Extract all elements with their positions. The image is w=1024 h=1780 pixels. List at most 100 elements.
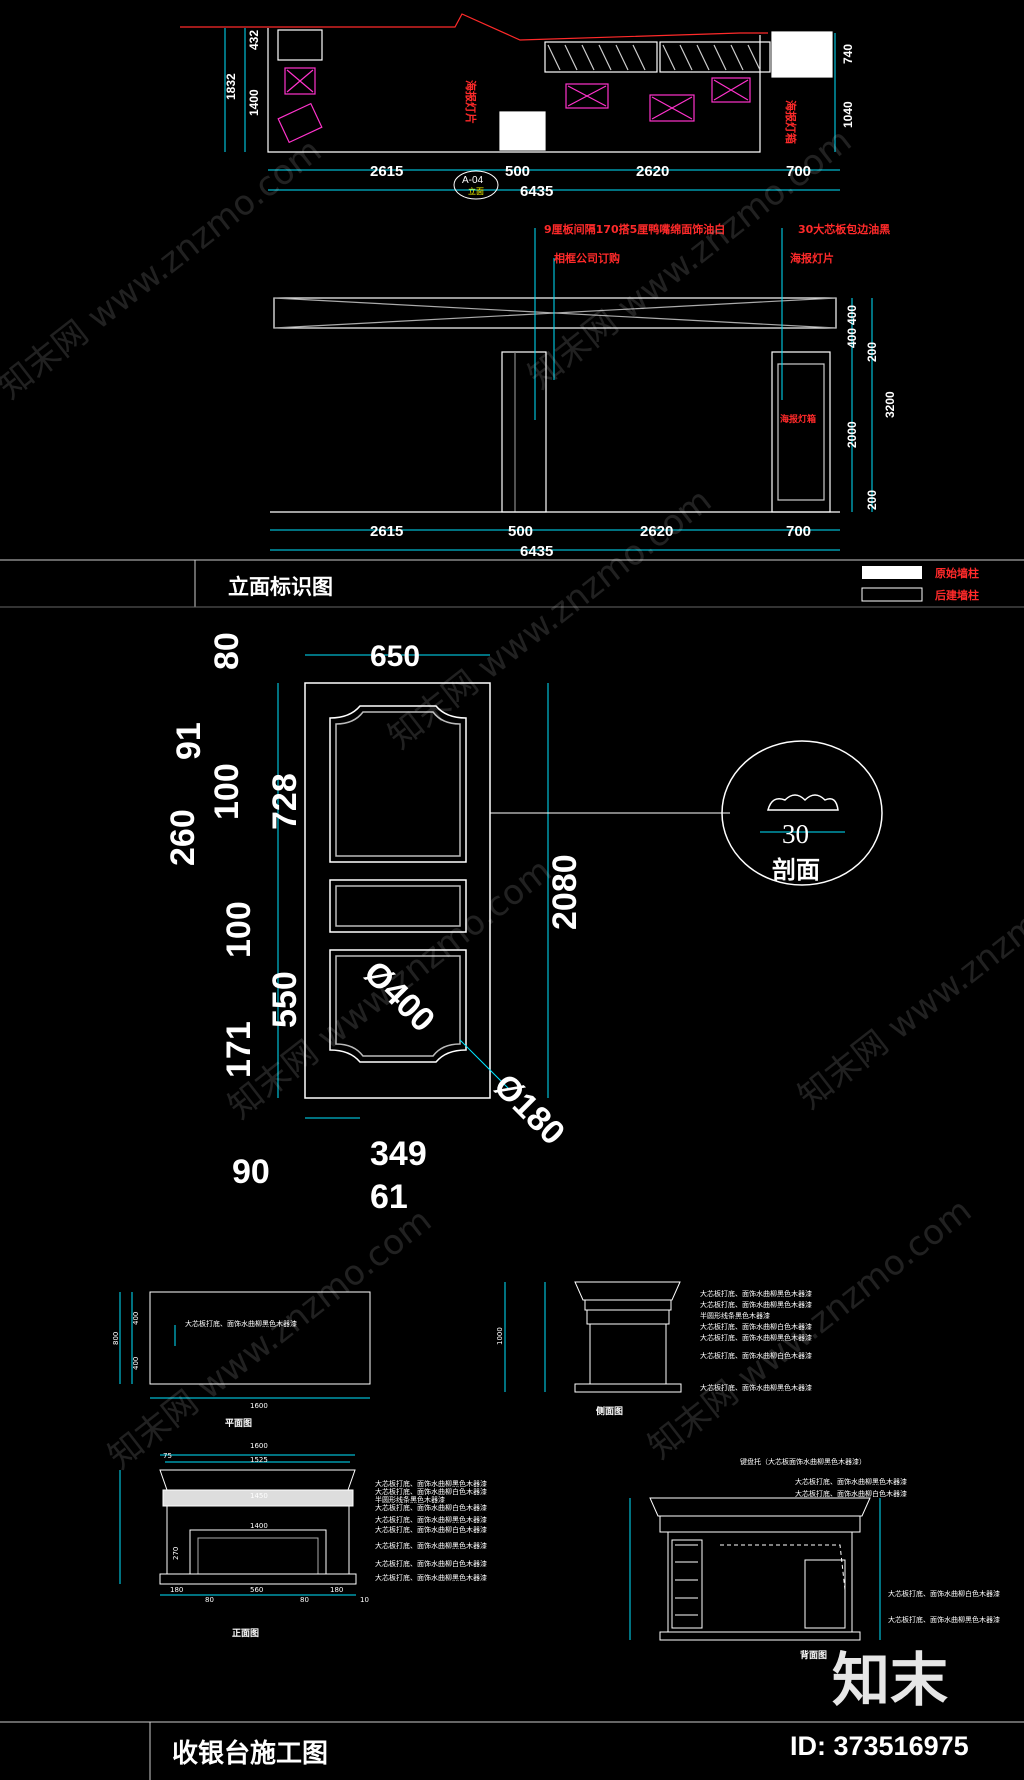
door-left-dim-7: 550 [266,971,304,1028]
elev-notes: 9厘板间隔170搭5厘鸭嘴绵面饰油白 相框公司订购 30大芯板包边油黑 海报灯片… [544,222,890,425]
door-left-dim-1: 80 [208,632,246,670]
front-view-note-6: 大芯板打底、面饰水曲柳白色木器漆 [375,1525,487,1534]
door-bottom-dim-1: 90 [232,1153,270,1191]
door-section-callout: 30 剖面 [721,740,883,886]
plan-furniture-icons [277,67,751,144]
door-panel-top [329,705,467,863]
back-view-top-note: 键盘托（大芯板面饰水曲柳黑色木器漆） [740,1457,866,1466]
back-view-note-3: 大芯板打底、面饰水曲柳白色木器漆 [888,1589,1000,1598]
door-left-dim-4: 100 [208,763,246,820]
plan-dim-labels: 2615 500 2620 700 6435 432 1400 1832 740… [224,30,855,200]
back-view-title: 背面图 [800,1649,827,1661]
plan-column-left [277,29,323,61]
door-height: 2080 [546,854,584,930]
elev-note-4: 海报灯片 [790,251,834,265]
front-view-bottom-4: 80 [300,1596,309,1604]
plan-outline [267,28,761,153]
elev-note-1: 9厘板间隔170搭5厘鸭嘴绵面饰油白 [544,222,725,236]
front-view-top: 1600 [250,1442,268,1450]
door-dims [277,654,730,1119]
plan-tag-bottom: 立面 [468,186,484,196]
front-view-note-1: 大芯板打底、面饰水曲柳黑色木器漆 [375,1479,487,1488]
plan-total: 6435 [520,183,553,200]
door-diam-small: Ø180 [486,1067,572,1153]
elev-right-dim-3: 200 [865,342,879,362]
plan-box-right [771,31,833,78]
door-section-value: 30 [782,819,809,849]
side-view-note-5: 大芯板打底、面饰水曲柳黑色木器漆 [700,1333,812,1342]
side-view-height: 1000 [496,1327,504,1345]
plan-shelf-1 [544,41,658,73]
door-panel-bottom [329,949,467,1063]
side-view-note-3: 半圆形线条黑色木器漆 [700,1311,770,1320]
plan-tag: A-04 立面 [453,170,499,200]
front-view-inner: 1400 [250,1522,268,1530]
elev-right-dim-4: 2000 [845,421,859,448]
side-view-labels: 1000 大芯板打底、面饰水曲柳黑色木器漆 大芯板打底、面饰水曲柳黑色木器漆 半… [496,1289,812,1417]
watermark-6: 知末网 www.znzmo.com [101,1201,439,1477]
elev-right-dim-1: 400 [845,305,859,325]
door [304,682,491,1099]
front-view-bottom-1: 180 [170,1586,183,1594]
plan-seg-3: 2620 [636,163,669,180]
side-view [504,1281,682,1393]
plan-label-left: 海报灯片 [464,80,478,124]
plan-view-d2: 400 [132,1357,140,1370]
plan-right-dim-2: 1040 [841,101,855,128]
footer-id: ID: 373516975 [790,1731,969,1761]
front-view-bottom-3: 560 [250,1586,263,1594]
plan-shelf-2 [659,41,771,73]
side-view-note-6: 大芯板打底、面饰水曲柳白色木器漆 [700,1351,812,1360]
elev-note-3: 30大芯板包边油黑 [798,222,890,236]
legend-label-2: 后建墙柱 [935,588,979,602]
front-view-note-5: 大芯板打底、面饰水曲柳黑色木器漆 [375,1515,487,1524]
front-view-bottom-5: 180 [330,1586,343,1594]
watermark-7: 知末网 www.znzmo.com [641,1191,979,1467]
elev-right-dim-6: 3200 [883,391,897,418]
plan-dims [224,28,840,191]
door-left-dim-5: 260 [164,809,202,866]
watermark-3: 知末网 www.znzmo.com [381,481,719,757]
plan-view-note: 大芯板打底、面饰水曲柳黑色木器漆 [185,1319,297,1328]
elev-header-beam [273,297,837,329]
door-left-dim-3: 728 [266,773,304,830]
back-view-note-1: 大芯板打底、面饰水曲柳黑色木器漆 [795,1477,907,1486]
side-view-note-7: 大芯板打底、面饰水曲柳黑色木器漆 [700,1383,812,1392]
elev-right-box [771,351,831,513]
footer-title: 收银台施工图 [172,1738,328,1769]
elev-seg-1: 2615 [370,523,403,540]
door-left-dim-8: 171 [220,1021,258,1078]
door-bottom-dim-3: 61 [370,1178,408,1216]
elev-header-cross [273,297,837,329]
plan-seg-2: 500 [505,163,530,180]
elev-note-2: 相框公司订购 [554,251,620,265]
front-view-note-7: 大芯板打底、面饰水曲柳黑色木器漆 [375,1541,487,1550]
plan-shelf-hatch [547,44,761,71]
back-view-labels: 键盘托（大芯板面饰水曲柳黑色木器漆） 大芯板打底、面饰水曲柳黑色木器漆 大芯板打… [740,1457,1000,1661]
front-view [119,1454,357,1596]
side-view-note-1: 大芯板打底、面饰水曲柳黑色木器漆 [700,1289,812,1298]
front-view-left-h: 270 [172,1547,180,1560]
side-view-note-4: 大芯板打底、面饰水曲柳白色木器漆 [700,1322,812,1331]
brand-logo-text: 知末 [832,1646,948,1714]
back-view [629,1497,881,1641]
side-view-note-2: 大芯板打底、面饰水曲柳黑色木器漆 [700,1300,812,1309]
plan-left-dim-2: 1400 [247,89,261,116]
plan-right-dim-1: 740 [841,44,855,64]
door-width: 650 [370,640,420,673]
elev-right-dim-5: 200 [865,490,879,510]
elev-seg-4: 700 [786,523,811,540]
front-view-note-2: 大芯板打底、面饰水曲柳白色木器漆 [375,1487,487,1496]
door-left-dim-2: 91 [170,722,208,760]
front-view-third: 1450 [250,1492,268,1500]
legend-swatch-2 [861,587,923,602]
section-title: 立面标识图 [228,575,333,599]
front-view-note-3: 半圆形线条黑色木器漆 [375,1495,445,1504]
elev-leaders [270,228,873,551]
elev-dim-labels: 2615 500 2620 700 6435 400 400 200 2000 … [370,305,897,560]
front-view-note-4: 大芯板打底、面饰水曲柳白色木器漆 [375,1503,487,1512]
watermarks: 知末网 www.znzmo.com 知末网 www.znzmo.com 知末网 … [0,121,1024,1477]
door-left-dim-6: 100 [220,901,258,958]
plan-view-title: 平面图 [225,1418,252,1429]
